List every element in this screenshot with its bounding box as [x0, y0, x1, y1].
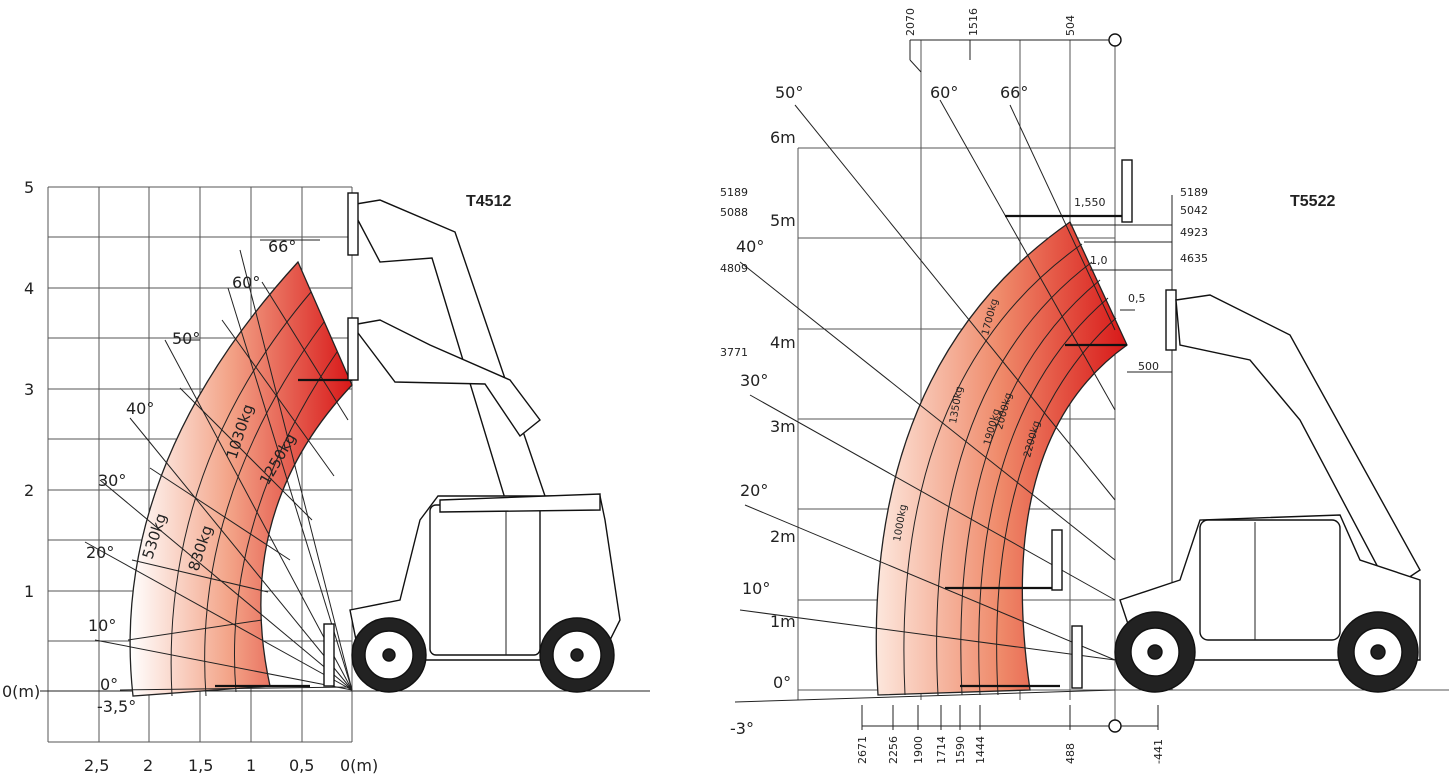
bottom-dim: 2671	[856, 736, 869, 764]
t5522-machine-illustration	[1051, 159, 1421, 693]
angle-label: 60°	[232, 273, 260, 292]
left-load-zone	[129, 260, 353, 697]
y-tick: 1	[24, 582, 34, 601]
bottom-dim: -441	[1152, 739, 1165, 764]
angle-label: 50°	[775, 83, 803, 102]
y-tick: 0(m)	[2, 682, 40, 701]
left-angle-labels: 66° 60° 50° 40° 30° 20° 10° 0° -3,5°	[86, 237, 296, 716]
y-tick: 0°	[773, 673, 791, 692]
angle-label: 50°	[172, 329, 200, 348]
x-tick: 1,5	[188, 756, 213, 775]
fork-label: 1,550	[1074, 196, 1106, 209]
right-left-heights: 5189 5088 4809 3771	[720, 186, 748, 359]
x-tick: 1	[246, 756, 256, 775]
angle-label: 66°	[1000, 83, 1028, 102]
right-bottom-dimensions: 2671 2256 1900 1714 1590 1444 488 -441	[856, 705, 1165, 764]
x-tick: 2,5	[84, 756, 109, 775]
angle-label: 20°	[740, 481, 768, 500]
bottom-dim: 1714	[935, 736, 948, 764]
fork-label: 1,0	[1090, 254, 1108, 267]
left-y-ticks: 5 4 3 2 1 0(m)	[2, 178, 40, 701]
reach-label: 500	[1138, 360, 1159, 373]
left-height: 4809	[720, 262, 748, 275]
left-chart-title: T4512	[466, 193, 511, 210]
top-dim: 1516	[967, 8, 980, 36]
y-tick: 3	[24, 380, 34, 399]
angle-label: 10°	[742, 579, 770, 598]
x-tick: 0,5	[289, 756, 314, 775]
angle-label: 40°	[126, 399, 154, 418]
right-height: 4923	[1180, 226, 1208, 239]
left-load-chart: 5 4 3 2 1 0(m) 2,5 2 1,5 1 0,5 0(m) 66° …	[2, 178, 650, 775]
left-boom-lines	[84, 239, 353, 691]
y-tick: 1m	[770, 612, 796, 631]
left-height: 5189	[720, 186, 748, 199]
angle-label: 30°	[740, 371, 768, 390]
x-tick: 2	[143, 756, 153, 775]
t4512-machine-illustration	[323, 192, 621, 693]
angle-label: -3°	[730, 719, 754, 738]
y-tick: 2m	[770, 527, 796, 546]
right-load-zone	[875, 221, 1128, 696]
angle-label: 66°	[268, 237, 296, 256]
y-tick: 5m	[770, 211, 796, 230]
bottom-dim: 2256	[887, 736, 900, 764]
right-angle-labels: 50° 60° 66° 40° 30° 20° 10° -3°	[730, 83, 1028, 738]
angle-label: 0°	[100, 675, 118, 694]
angle-label: 10°	[88, 616, 116, 635]
right-height: 5042	[1180, 204, 1208, 217]
fork-label: 0,5	[1128, 292, 1146, 305]
right-height: 4635	[1180, 252, 1208, 265]
right-height: 5189	[1180, 186, 1208, 199]
right-chart-title: T5522	[1290, 193, 1335, 210]
angle-label: -3,5°	[97, 697, 136, 716]
angle-label: 30°	[98, 471, 126, 490]
right-top-dimensions: 2070 1516 504	[904, 8, 1122, 73]
bottom-dim: 1590	[954, 736, 967, 764]
y-tick: 5	[24, 178, 34, 197]
y-tick: 2	[24, 481, 34, 500]
x-tick: 0(m)	[340, 756, 378, 775]
left-height: 5088	[720, 206, 748, 219]
bottom-dim: 1900	[912, 736, 925, 764]
angle-label: 60°	[930, 83, 958, 102]
left-height: 3771	[720, 346, 748, 359]
y-tick: 4	[24, 279, 34, 298]
top-dim: 2070	[904, 8, 917, 36]
bottom-dim: 1444	[974, 736, 987, 764]
angle-label: 20°	[86, 543, 114, 562]
angle-label: 40°	[736, 237, 764, 256]
right-load-chart: 2070 1516 504	[720, 8, 1449, 764]
bottom-dim: 488	[1064, 743, 1077, 764]
y-tick: 4m	[770, 333, 796, 352]
y-tick: 3m	[770, 417, 796, 436]
right-y-ticks: 6m 5m 4m 3m 2m 1m 0°	[770, 128, 796, 692]
left-x-ticks: 2,5 2 1,5 1 0,5 0(m)	[84, 756, 378, 775]
y-tick: 6m	[770, 128, 796, 147]
right-boom-lines	[739, 99, 1127, 688]
top-dim: 504	[1064, 15, 1077, 36]
